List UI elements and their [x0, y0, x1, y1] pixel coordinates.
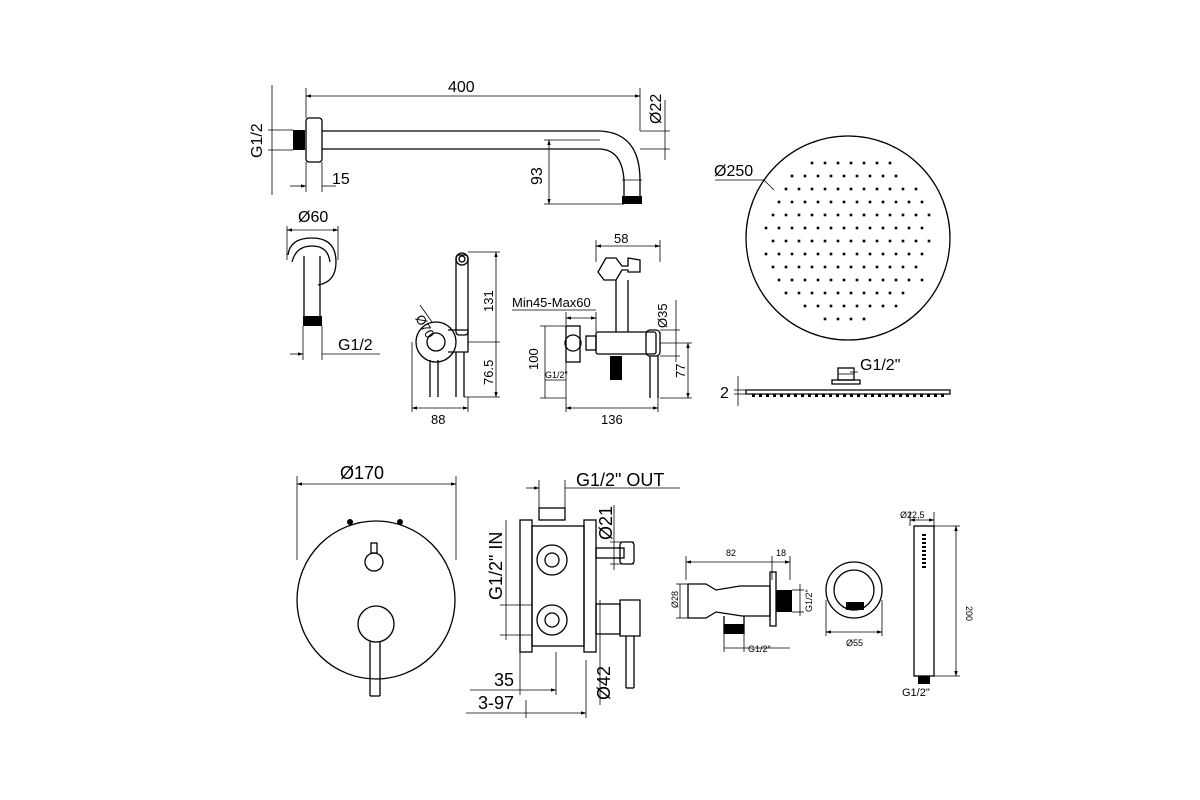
bidet-sprayer: [597, 257, 641, 281]
shower-head-nozzles: [764, 161, 931, 321]
head-diameter-label: Ø250: [714, 163, 753, 180]
hand-shower-body: [913, 525, 935, 677]
arm-thread-label: G1/2: [249, 123, 266, 158]
outlet-depth-label: 18: [776, 548, 786, 558]
mixer-inlet-label: G1/2" IN: [486, 532, 506, 600]
arm-nozzle: [622, 196, 642, 204]
handle-height-label: 131: [481, 290, 496, 312]
flange-thread-label: G1/2: [338, 337, 373, 354]
hand-shower-length-label: 200: [964, 606, 974, 621]
mixer-small-diameter-label: Ø21: [596, 506, 616, 540]
flange-thread: [303, 316, 322, 326]
arm-depth-label: 15: [332, 171, 350, 188]
handle-width-label: 88: [431, 412, 445, 427]
mixer-depth-label: 35: [494, 670, 514, 690]
handle-axis-label: 76.5: [481, 360, 496, 385]
outlet-diameter-label: Ø28: [670, 591, 680, 608]
bidet-diameter-label: Ø35: [655, 303, 670, 328]
handle-rosette: [415, 321, 457, 363]
bidet-height-right-label: 77: [673, 364, 688, 378]
bidet-range-label: Min45-Max60: [512, 295, 591, 310]
head-thread-label: G1/2": [860, 357, 900, 374]
hand-shower-drawing: Ø22,5 200 G1/2": [900, 510, 974, 699]
head-thickness-label: 2: [720, 385, 729, 402]
arm-length-label: 400: [448, 79, 475, 96]
bidet-width-label: 136: [601, 412, 623, 427]
arm-thread: [293, 130, 305, 150]
outlet-body: [687, 583, 771, 619]
bidet-top-width-label: 58: [614, 231, 628, 246]
outlet-length-label: 82: [726, 548, 736, 558]
mixer-lever-hub: [357, 605, 395, 643]
shower-head-drawing: Ø250 G1/2" 2: [714, 135, 951, 406]
mixer-plate: [296, 520, 456, 680]
diverter-handle-drawing: Ø70 131 76.5 88: [411, 251, 500, 427]
mixer-plate-diameter-label: Ø170: [340, 463, 384, 483]
wall-flange-drawing: Ø60 G1/2: [286, 209, 380, 360]
arm-drop-label: 93: [529, 167, 546, 185]
mixer-range-label: 3-97: [478, 693, 514, 713]
flange-ring: [287, 237, 337, 286]
outlet-thread-right-label: G1/2": [804, 589, 814, 612]
mixer-plate-drawing: Ø170: [296, 463, 457, 697]
diverter-knob: [364, 552, 384, 572]
wall-outlet-drawing: 82 18 Ø28 G1/2" G1/2" Ø55: [670, 548, 883, 654]
arm-flange: [305, 117, 323, 163]
arm-pipe: [322, 130, 641, 200]
mixer-outlet-label: G1/2" OUT: [576, 470, 664, 490]
bidet-valve-drawing: 58 Min45-Max60 Ø35 100 G1/2": [512, 231, 692, 427]
flange-diameter-label: Ø60: [298, 209, 328, 226]
shower-arm-drawing: 400 G1/2 15 Ø22 93: [249, 79, 670, 205]
bidet-height-left-label: 100: [526, 348, 541, 370]
arm-diameter-label: Ø22: [648, 94, 665, 124]
outlet-flange: [825, 561, 883, 619]
mixer-large-diameter-label: Ø42: [594, 666, 614, 700]
hand-shower-diameter-label: Ø22,5: [900, 510, 925, 520]
head-side-profile: [745, 389, 951, 395]
bidet-body: [595, 331, 657, 355]
shower-head-plate: [745, 135, 951, 341]
bidet-thread-label: G1/2": [545, 370, 568, 380]
outlet-flange-diameter-label: Ø55: [846, 638, 863, 648]
hand-shower-thread-label: G1/2": [902, 687, 930, 699]
mixer-side-drawing: G1/2" OUT G1/2" IN Ø21 Ø42 35 3-97: [466, 470, 680, 718]
outlet-thread-bottom-label: G1/2": [748, 644, 771, 654]
